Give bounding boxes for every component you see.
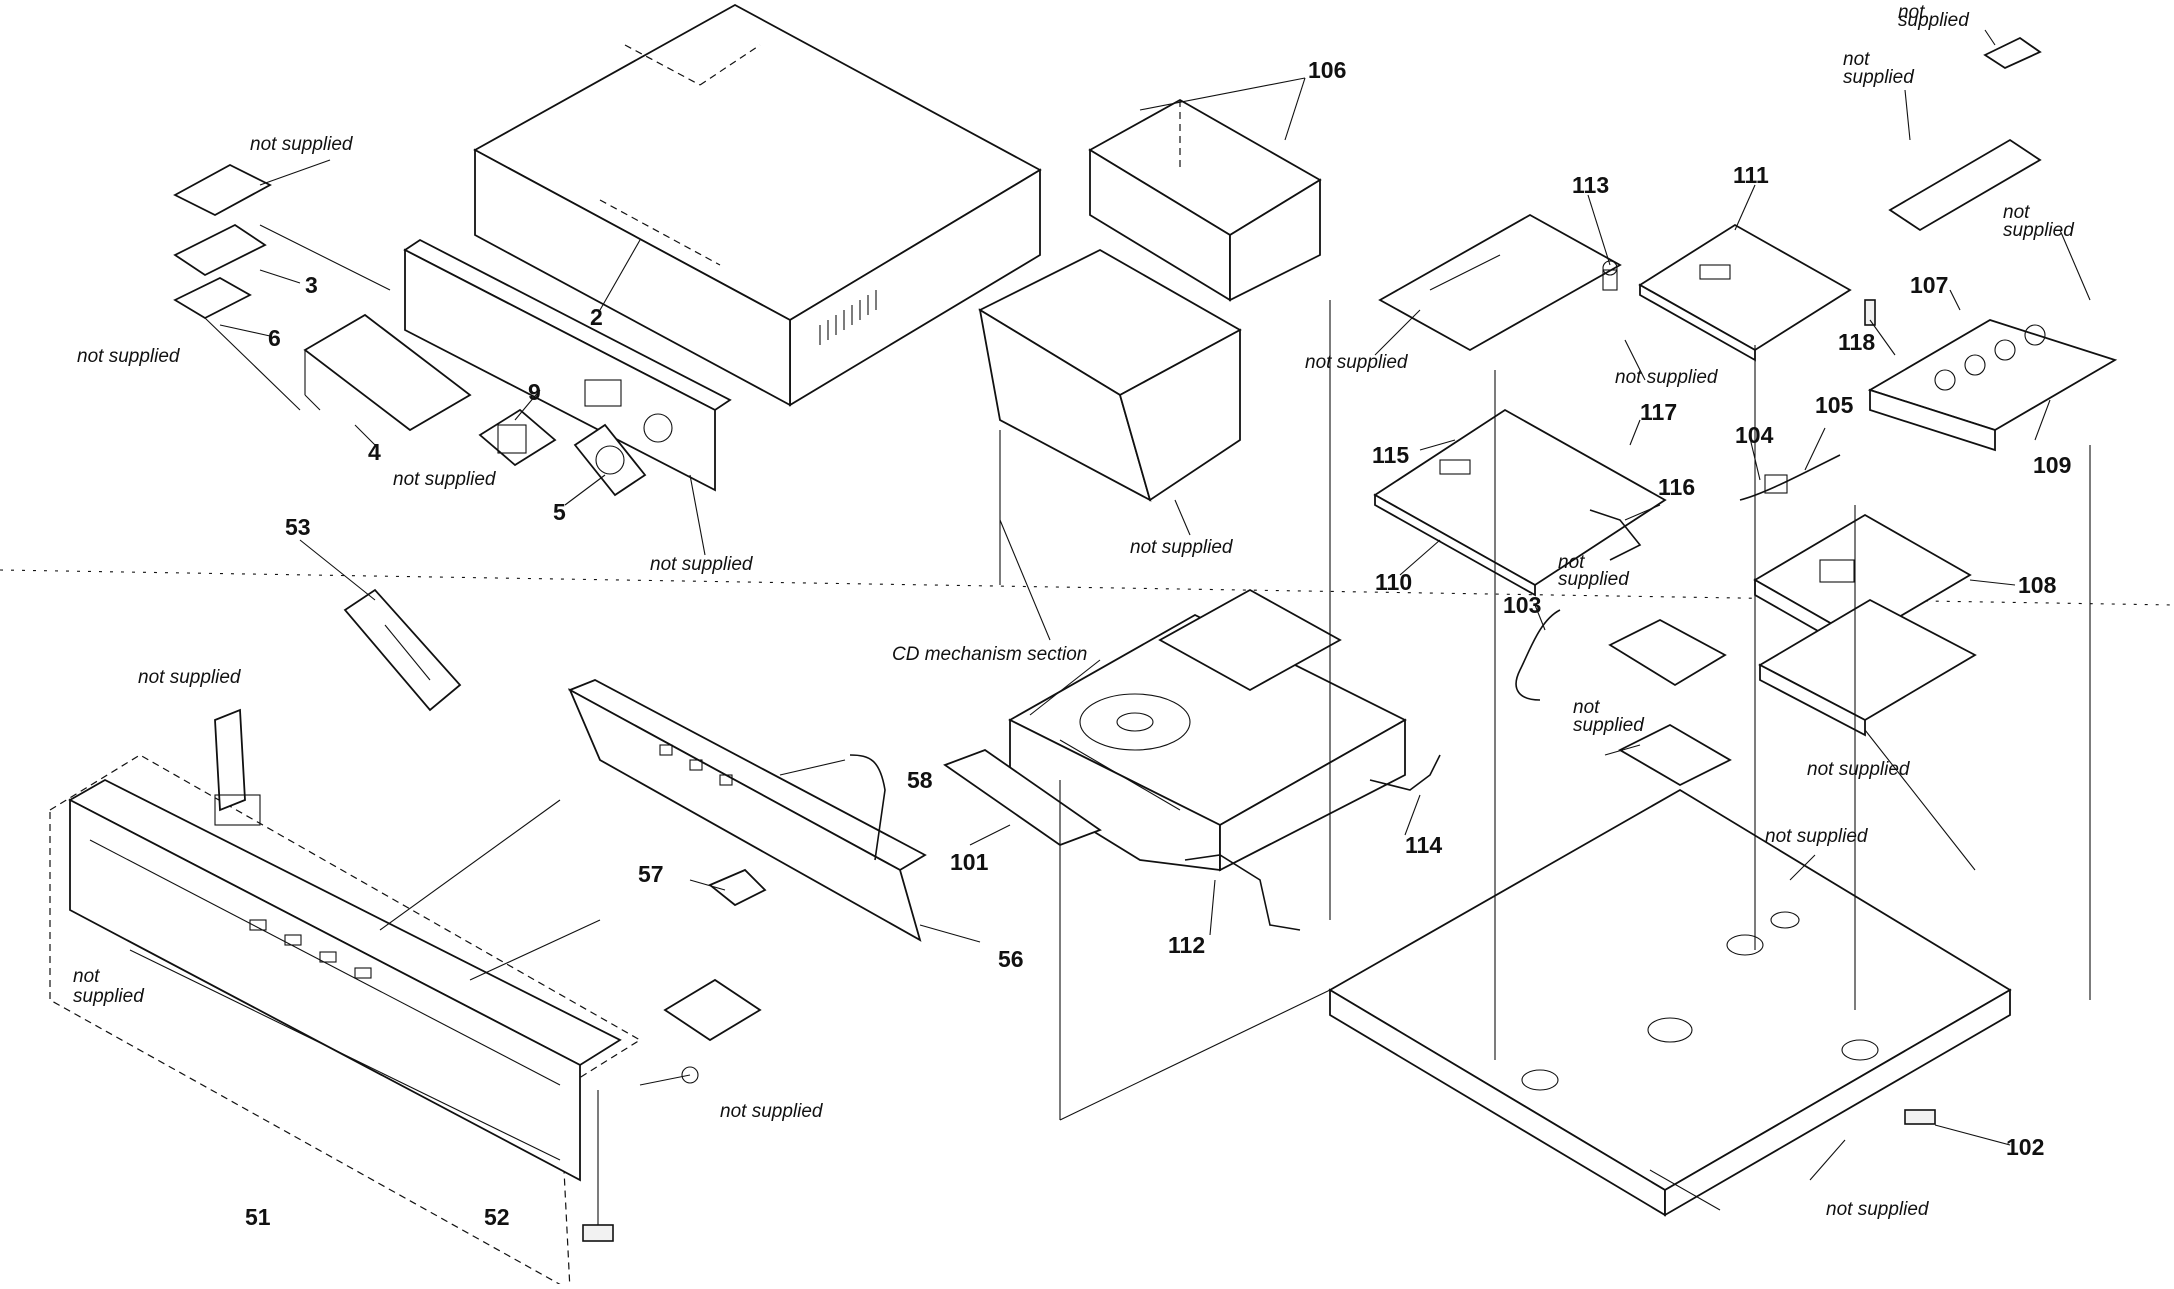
part-number-110: 110: [1375, 569, 1412, 595]
not-supplied-label-line1: not: [1558, 552, 1585, 573]
part-number-3: 3: [305, 272, 318, 298]
part-number-4: 4: [368, 439, 381, 465]
not-supplied-label-line2: supplied: [1558, 569, 1630, 590]
part-number-111: 111: [1733, 162, 1769, 188]
flat-cable-112-part: [1184, 854, 1301, 931]
not-supplied-label: not supplied: [1807, 759, 1911, 780]
flat-cable-114-part: [1369, 754, 1441, 791]
not-supplied-label-line1: not: [73, 966, 100, 987]
flat-cable-58-part: [849, 754, 886, 861]
part-number-106: 106: [1308, 57, 1346, 83]
not-supplied-label: not supplied: [650, 554, 754, 575]
rear-panel-part: [403, 238, 732, 492]
part-number-103: 103: [1503, 592, 1541, 618]
part-number-115: 115: [1372, 442, 1409, 468]
part-number-114: 114: [1405, 832, 1442, 858]
bracket-small-part: [1618, 723, 1732, 787]
part-number-56: 56: [998, 946, 1024, 972]
part-number-5: 5: [553, 499, 566, 525]
board-110-part: [1373, 408, 1667, 597]
part-number-102: 102: [2006, 1134, 2044, 1160]
switch-block-part: [478, 408, 557, 467]
top-cover-part: [473, 3, 1042, 407]
bracket-53-part: [343, 588, 462, 712]
cd-frame-106-part: [1088, 98, 1322, 302]
not-supplied-label-line2: supplied: [2003, 220, 2075, 241]
not-supplied-label: not supplied: [720, 1101, 824, 1122]
not-supplied-label-line2: supplied: [1573, 715, 1645, 736]
part-number-6: 6: [268, 325, 281, 351]
chassis-base-part: [1328, 788, 2012, 1217]
part-number-112: 112: [1168, 932, 1205, 958]
cover-vent-slots: [819, 290, 877, 345]
bracket-107-part: [1888, 138, 2042, 232]
not-supplied-label: not supplied: [138, 667, 242, 688]
not-supplied-label-line1: not: [1898, 2, 1925, 23]
tray-101-part: [943, 748, 1102, 847]
not-supplied-label: not supplied: [250, 134, 354, 155]
part-number-108: 108: [2018, 572, 2057, 598]
part-number-57: 57: [638, 861, 664, 887]
part-number-52: 52: [484, 1204, 510, 1230]
not-supplied-label: not supplied: [1130, 537, 1234, 558]
part-number-113: 113: [1572, 172, 1609, 198]
leader-lines: [379, 300, 2091, 1121]
front-panel-assembly: [49, 708, 762, 1289]
main-board-56-part: [567, 679, 927, 942]
part-number-105: 105: [1815, 392, 1854, 418]
part-number-107: 107: [1910, 272, 1948, 298]
flat-cable-57-part: [708, 868, 767, 907]
board-4-part: [303, 313, 472, 432]
part-number-118: 118: [1838, 329, 1875, 355]
front-panel-buttons: [249, 919, 372, 979]
board-cover-part: [1758, 598, 1977, 737]
cd-mechanism-section-label: CD mechanism section: [892, 644, 1087, 665]
not-supplied-label-line1: not: [2003, 202, 2030, 223]
part-number-58: 58: [907, 767, 933, 793]
small-plate-part: [1983, 36, 2042, 70]
not-supplied-label: not supplied: [77, 346, 181, 367]
fan-part: [573, 423, 647, 497]
callout-lines: [219, 29, 2091, 1181]
power-cord-104-part: [1739, 454, 1841, 501]
transformer-part: [1608, 618, 1727, 687]
not-supplied-label: not supplied: [393, 469, 497, 490]
part-number-104: 104: [1735, 422, 1774, 448]
part-number-labels: 2 3 4 5 6 9 51 52 53 56 57 58 101 102 10…: [245, 57, 2071, 1230]
part-number-2: 2: [590, 304, 603, 330]
screw-113-part: [1602, 260, 1618, 291]
top-bracket-board-part: [1378, 213, 1622, 352]
cable-103-part: [1515, 609, 1561, 701]
not-supplied-label: not supplied: [1615, 367, 1719, 388]
part-number-53: 53: [285, 514, 311, 540]
not-supplied-label: not supplied: [1826, 1199, 1930, 1220]
cd-mechanism-part: [1008, 588, 1407, 872]
part-number-109: 109: [2033, 452, 2071, 478]
not-supplied-label: not supplied: [1765, 826, 1869, 847]
not-supplied-label-line1: not: [1573, 697, 1600, 718]
part-number-9: 9: [528, 379, 541, 405]
part-number-51: 51: [245, 1204, 271, 1230]
not-supplied-label-line2: supplied: [1898, 10, 1970, 31]
not-supplied-label-line1: not: [1843, 49, 1870, 70]
not-supplied-label-line2: supplied: [73, 986, 145, 1007]
foot-52-part: [582, 1224, 614, 1242]
part-number-117: 117: [1640, 399, 1677, 425]
bracket-assembly-part: [173, 163, 391, 411]
board-109-part: [1867, 319, 2118, 452]
board-111-part: [1638, 223, 1852, 362]
part-number-116: 116: [1658, 474, 1695, 500]
cd-bracket-part: [978, 248, 1242, 502]
part-number-101: 101: [950, 849, 989, 875]
not-supplied-label: not supplied: [1305, 352, 1409, 373]
not-supplied-label-line2: supplied: [1843, 67, 1915, 88]
part-118: [1864, 299, 1876, 326]
not-supplied-labels: not supplied not supplied not supplied n…: [73, 2, 2075, 1220]
